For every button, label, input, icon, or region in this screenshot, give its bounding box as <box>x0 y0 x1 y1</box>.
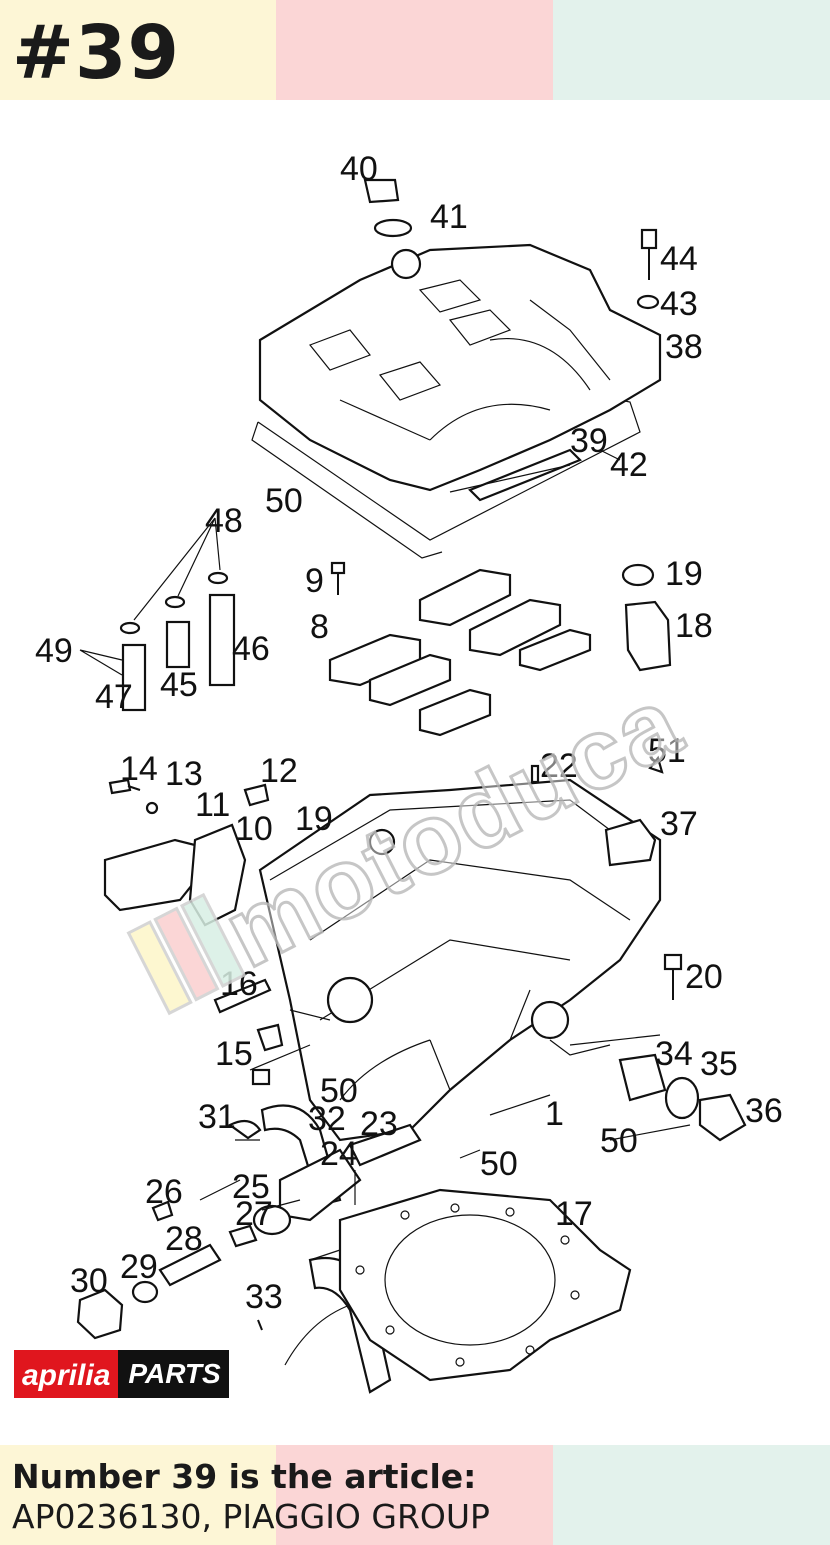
callout-17: 17 <box>555 1195 593 1233</box>
callout-47: 47 <box>95 678 133 716</box>
callout-50-c: 50 <box>600 1122 638 1160</box>
callout-50-b: 50 <box>320 1072 358 1110</box>
callout-38: 38 <box>665 328 703 366</box>
watermark-text: motoduca <box>207 665 698 989</box>
callout-18: 18 <box>675 607 713 645</box>
valve-cover <box>258 243 662 492</box>
callout-50-d: 50 <box>480 1145 518 1183</box>
callout-25: 25 <box>232 1168 270 1206</box>
callout-12: 12 <box>260 752 298 790</box>
callout-46: 46 <box>232 630 270 668</box>
callout-9: 9 <box>305 562 324 600</box>
callout-1: 1 <box>545 1095 564 1133</box>
callout-13: 13 <box>165 755 203 793</box>
top-color-band <box>0 0 830 100</box>
cylinder-head <box>258 778 662 1142</box>
callout-10: 10 <box>235 810 273 848</box>
logo-aprilia-text: aprilia <box>14 1350 119 1398</box>
callout-32: 32 <box>308 1100 346 1138</box>
callout-44: 44 <box>660 240 698 278</box>
callout-34: 34 <box>655 1035 693 1073</box>
callout-24: 24 <box>320 1135 358 1173</box>
article-heading: Number 39 is the article: <box>12 1457 477 1496</box>
callout-42: 42 <box>610 446 648 484</box>
callout-51: 51 <box>648 732 686 770</box>
head-gasket <box>338 1188 632 1382</box>
bottom-color-band <box>0 1445 830 1545</box>
callout-14: 14 <box>120 750 158 788</box>
callout-31: 31 <box>198 1098 236 1136</box>
callout-33: 33 <box>245 1278 283 1316</box>
callout-36: 36 <box>745 1092 783 1130</box>
callout-27: 27 <box>235 1195 273 1233</box>
logo-parts-text: PARTS <box>118 1350 229 1398</box>
callout-20: 20 <box>685 958 723 996</box>
callout-30: 30 <box>70 1262 108 1300</box>
callout-11: 11 <box>195 786 230 824</box>
callout-50: 50 <box>265 482 303 520</box>
callout-29: 29 <box>120 1248 158 1286</box>
callout-39: 39 <box>570 422 608 460</box>
callout-23: 23 <box>360 1105 398 1143</box>
callout-37: 37 <box>660 805 698 843</box>
exploded-diagram: 40 41 44 43 38 39 42 50 48 9 8 19 18 49 … <box>35 150 783 1394</box>
callout-15: 15 <box>215 1035 253 1073</box>
callout-8: 8 <box>310 608 329 646</box>
article-code: AP0236130, PIAGGIO GROUP <box>12 1497 490 1536</box>
callout-41: 41 <box>430 198 468 236</box>
callout-26: 26 <box>145 1173 183 1211</box>
callout-35: 35 <box>700 1045 738 1083</box>
callout-22: 22 <box>540 747 578 785</box>
callout-19: 19 <box>665 555 703 593</box>
aprilia-parts-logo: aprilia PARTS <box>14 1350 229 1398</box>
callout-43: 43 <box>660 285 698 323</box>
callout-28: 28 <box>165 1220 203 1258</box>
callout-48: 48 <box>205 502 243 540</box>
callout-45: 45 <box>160 666 198 704</box>
callout-49: 49 <box>35 632 73 670</box>
page-number: #39 <box>12 10 180 96</box>
callout-40: 40 <box>340 150 378 188</box>
watermark: motoduca <box>126 664 700 1016</box>
callout-19-b: 19 <box>295 800 333 838</box>
callout-numbers: 40 41 44 43 38 39 42 50 48 9 8 19 18 49 … <box>35 150 783 1316</box>
